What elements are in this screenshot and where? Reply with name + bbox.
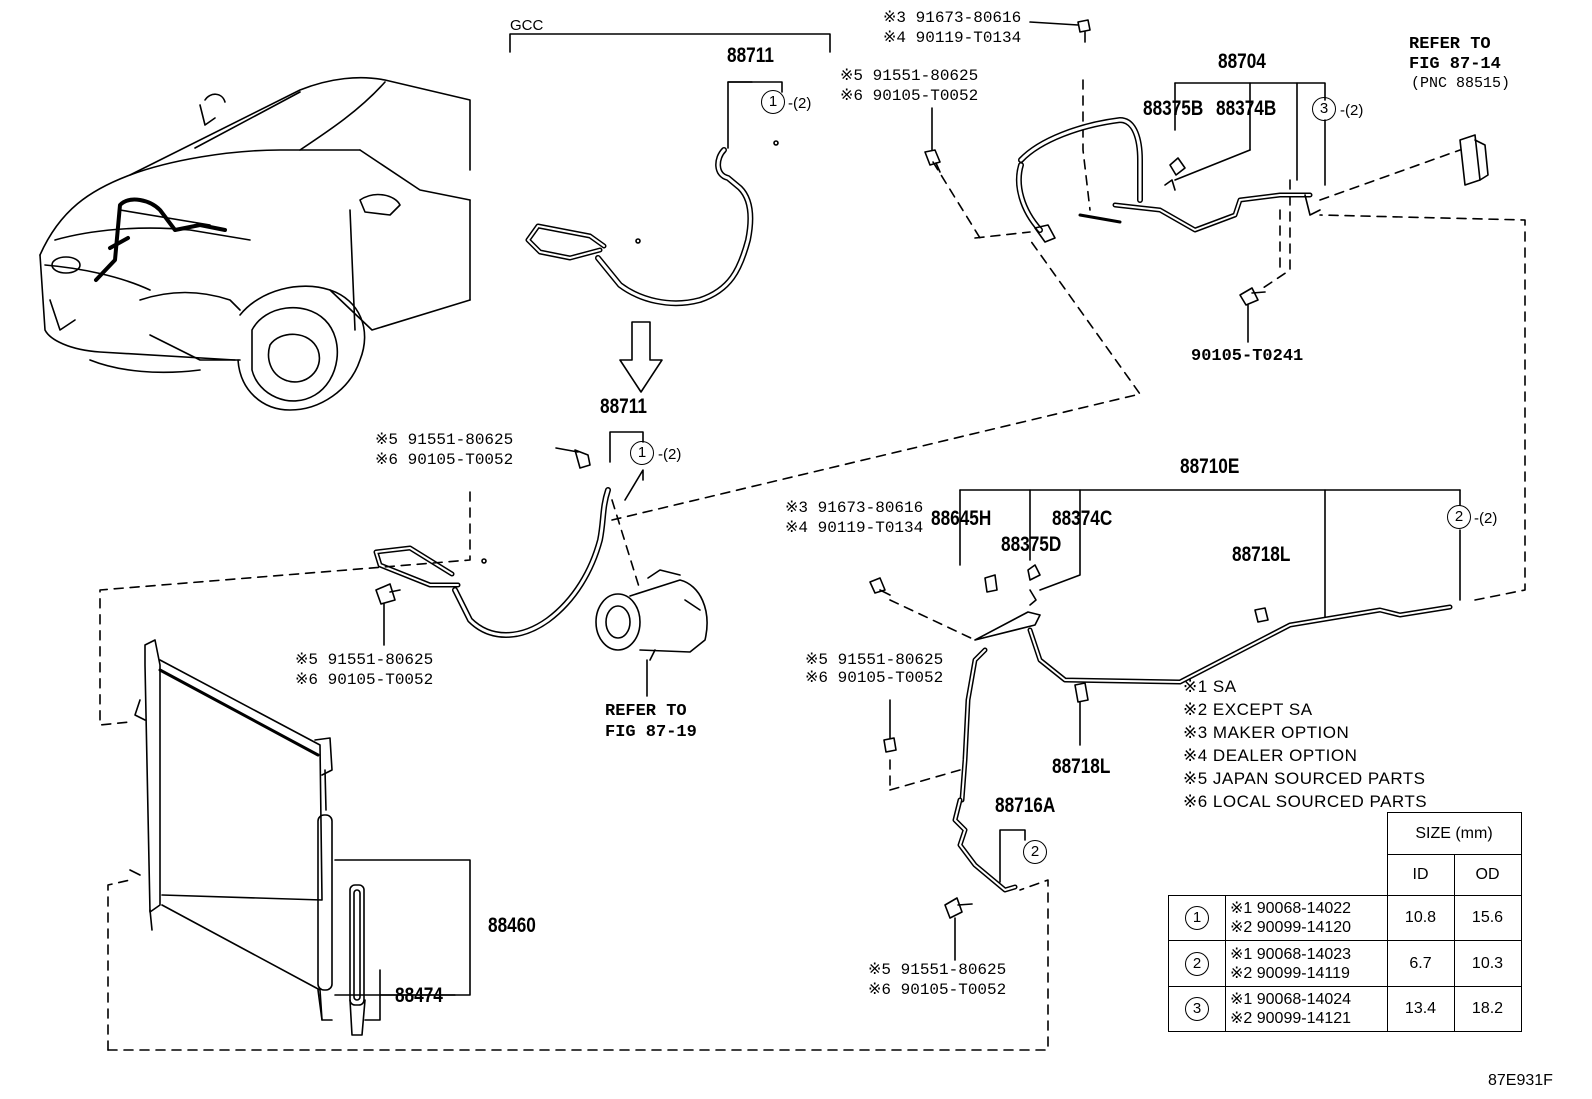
size-col-od: OD — [1453, 854, 1522, 896]
bolt6-line2: ※6 90105-T0052 — [805, 669, 944, 687]
size-row-3-p1: ※1 90068-14024 — [1230, 991, 1352, 1008]
note-2: ※2 EXCEPT SA — [1183, 700, 1313, 719]
bolt5-line2: ※4 90119-T0134 — [785, 519, 924, 537]
size-row-2-key: 2 — [1185, 951, 1209, 976]
note-6: ※6 LOCAL SOURCED PARTS — [1183, 792, 1428, 811]
part-88718L-a: 88718L — [1232, 543, 1291, 566]
note-5: ※5 JAPAN SOURCED PARTS — [1183, 769, 1426, 788]
part-88711-top: 88711 — [727, 44, 774, 67]
bolt-90105-T0241 — [1239, 287, 1266, 343]
callout-3: 3 — [1312, 97, 1336, 121]
bolt2-line1: ※5 91551-80625 — [840, 67, 979, 85]
callout-1-top-qty: -(2) — [788, 95, 812, 112]
label-gcc: GCC — [510, 17, 544, 34]
callout-1-mid-qty: -(2) — [658, 446, 682, 463]
size-row-3-p2: ※2 90099-14121 — [1230, 1010, 1352, 1027]
part-88474: 88474 — [395, 984, 443, 1007]
part-88375B: 88375B — [1143, 97, 1204, 120]
part-88374B: 88374B — [1216, 97, 1277, 120]
ref-8714-line2: FIG 87-14 — [1409, 55, 1501, 74]
size-table: SIZE (mm) ID OD 1 ※1 90068-14022 ※2 90099… — [1168, 812, 1522, 1032]
size-row-1-od: 15.6 — [1453, 895, 1522, 941]
ref-8714-line1: REFER TO — [1409, 35, 1491, 54]
part-88375D: 88375D — [1001, 533, 1062, 556]
part-88645H: 88645H — [931, 507, 992, 530]
bolt3-line1: ※5 91551-80625 — [375, 431, 514, 449]
ref-8714-line3: (PNC 88515) — [1411, 75, 1511, 92]
size-row-2-p2: ※2 90099-14119 — [1230, 964, 1350, 982]
gcc-bracket — [509, 33, 831, 53]
bolt1-line2: ※4 90119-T0134 — [883, 29, 1022, 47]
dashed-guides — [99, 79, 1526, 1051]
note-4: ※4 DEALER OPTION — [1183, 746, 1358, 765]
size-row-1-p1: ※1 90068-14022 — [1230, 900, 1352, 917]
part-88710E: 88710E — [1180, 455, 1240, 478]
size-row-2-od: 10.3 — [1453, 940, 1522, 987]
pipe-88710E — [959, 489, 1461, 803]
hose-88716A — [944, 797, 1026, 961]
leader-88474 — [364, 969, 381, 1021]
callout-1-top: 1 — [761, 90, 785, 114]
size-row-1: 1 ※1 90068-14022 ※2 90099-14120 10.8 15.6 — [1168, 895, 1522, 941]
bolt-icons — [375, 19, 1091, 753]
ref-8719-line1: REFER TO — [605, 702, 687, 721]
size-row-2: 2 ※1 90068-14023※2 90099-14119 6.7 10.3 — [1168, 940, 1522, 987]
vehicle-sketch — [39, 76, 471, 411]
condenser-88460 — [129, 639, 366, 1036]
part-88704: 88704 — [1218, 50, 1266, 73]
ref-8719-line2: FIG 87-19 — [605, 723, 697, 742]
down-arrow — [619, 321, 663, 393]
hose-88711-top — [525, 81, 783, 307]
size-row-3-od: 18.2 — [1453, 986, 1522, 1032]
size-row-3-key: 3 — [1185, 997, 1209, 1021]
callout-2-right-qty: -(2) — [1474, 510, 1498, 527]
bolt7-line2: ※6 90105-T0052 — [868, 981, 1007, 999]
size-header: SIZE (mm) — [1386, 812, 1522, 855]
bolt6-line1: ※5 91551-80625 — [805, 651, 944, 669]
bolt4-line2: ※6 90105-T0052 — [295, 671, 434, 689]
size-row-1-id: 10.8 — [1386, 895, 1455, 941]
part-88460: 88460 — [488, 914, 536, 937]
size-row-1-p2: ※2 90099-14120 — [1230, 919, 1352, 936]
size-col-id: ID — [1386, 854, 1455, 896]
size-row-1-key: 1 — [1185, 906, 1209, 930]
bolt4-line1: ※5 91551-80625 — [295, 651, 434, 669]
note-3: ※3 MAKER OPTION — [1183, 723, 1350, 742]
size-row-3: 3 ※1 90068-14024 ※2 90099-14121 13.4 18.2 — [1168, 986, 1522, 1032]
size-row-2-id: 6.7 — [1386, 940, 1455, 987]
bolt7-line1: ※5 91551-80625 — [868, 961, 1007, 979]
part-88711-mid: 88711 — [600, 395, 647, 418]
receiver-88515 — [1459, 134, 1489, 186]
callout-3-qty: -(2) — [1340, 102, 1364, 119]
compressor-icon — [595, 569, 708, 661]
part-88716A: 88716A — [995, 794, 1056, 817]
part-88718L-b: 88718L — [1052, 755, 1111, 778]
callout-2-right: 2 — [1447, 505, 1471, 529]
bolt5-line1: ※3 91673-80616 — [785, 499, 924, 517]
bolt1-line1: ※3 91673-80616 — [883, 9, 1022, 27]
part-88374C: 88374C — [1052, 507, 1113, 530]
hose-88704 — [1015, 82, 1326, 243]
size-row-3-id: 13.4 — [1386, 986, 1455, 1032]
bolt2-line2: ※6 90105-T0052 — [840, 87, 979, 105]
callout-1-mid: 1 — [630, 441, 654, 465]
size-row-2-p1: ※1 90068-14023 — [1230, 945, 1352, 963]
note-1: ※1 SA — [1183, 677, 1237, 696]
leader-88460 — [334, 859, 471, 996]
callout-2-lower: 2 — [1023, 840, 1047, 864]
figure-id: 87E931F — [1488, 1072, 1553, 1089]
part-90105-T0241: 90105-T0241 — [1191, 347, 1304, 366]
hose-88711-mid — [373, 431, 644, 638]
bolt3-line2: ※6 90105-T0052 — [375, 451, 514, 469]
